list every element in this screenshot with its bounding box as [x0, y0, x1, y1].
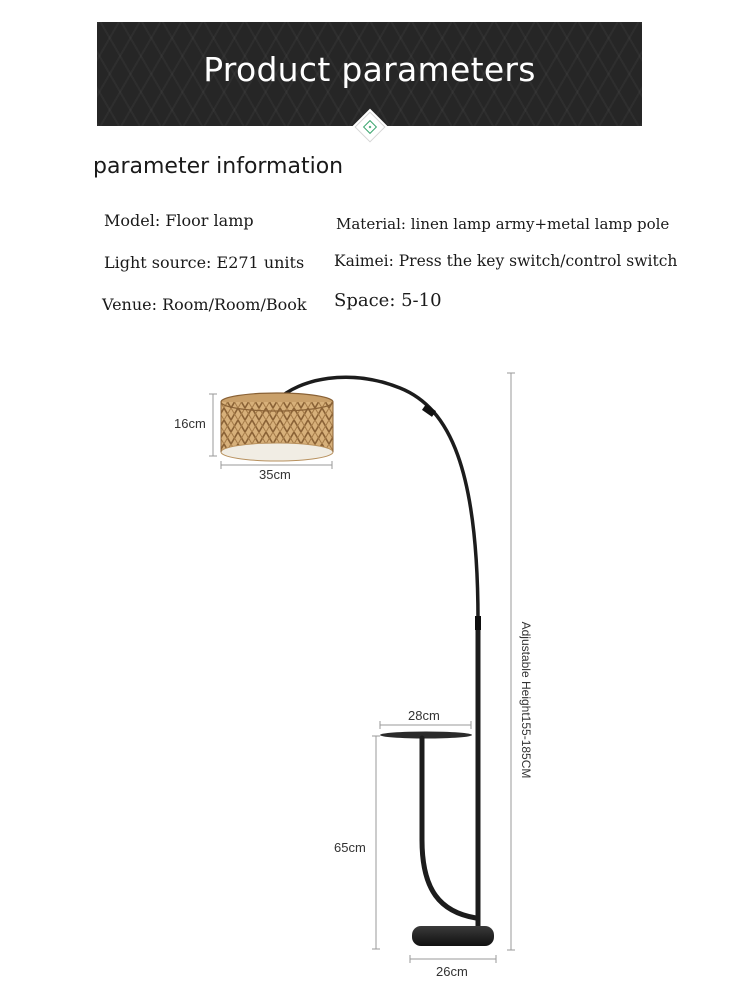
param-model: Model: Floor lamp [104, 211, 254, 230]
param-material: Material: linen lamp army+metal lamp pol… [336, 215, 670, 233]
lamp-arc [274, 375, 480, 622]
dim-tray-height: 65cm [334, 840, 366, 855]
header-banner: Product parameters [97, 22, 642, 126]
param-venue: Venue: Room/Room/Book [102, 295, 307, 314]
lamp-arc-joint [421, 404, 437, 417]
table-support [419, 735, 479, 921]
pole-joint [475, 616, 481, 630]
table-tray [380, 731, 472, 739]
dim-tray-width: 28cm [408, 708, 440, 723]
dim-total-height: Adjustable Height155-185CM [519, 621, 533, 779]
dim-shade-width: 35cm [259, 467, 291, 482]
section-title: parameter information [93, 154, 344, 179]
lamp-shade [220, 392, 334, 462]
page-title: Product parameters [203, 50, 536, 89]
dim-base-width: 26cm [436, 964, 468, 979]
param-light-source: Light source: E271 units [104, 253, 305, 272]
param-space: Space: 5-10 [334, 290, 442, 311]
dim-shade-height: 16cm [174, 416, 206, 431]
lamp-base [412, 926, 494, 946]
dimension-lines [209, 372, 515, 963]
param-kaimei: Kaimei: Press the key switch/control swi… [334, 252, 678, 270]
